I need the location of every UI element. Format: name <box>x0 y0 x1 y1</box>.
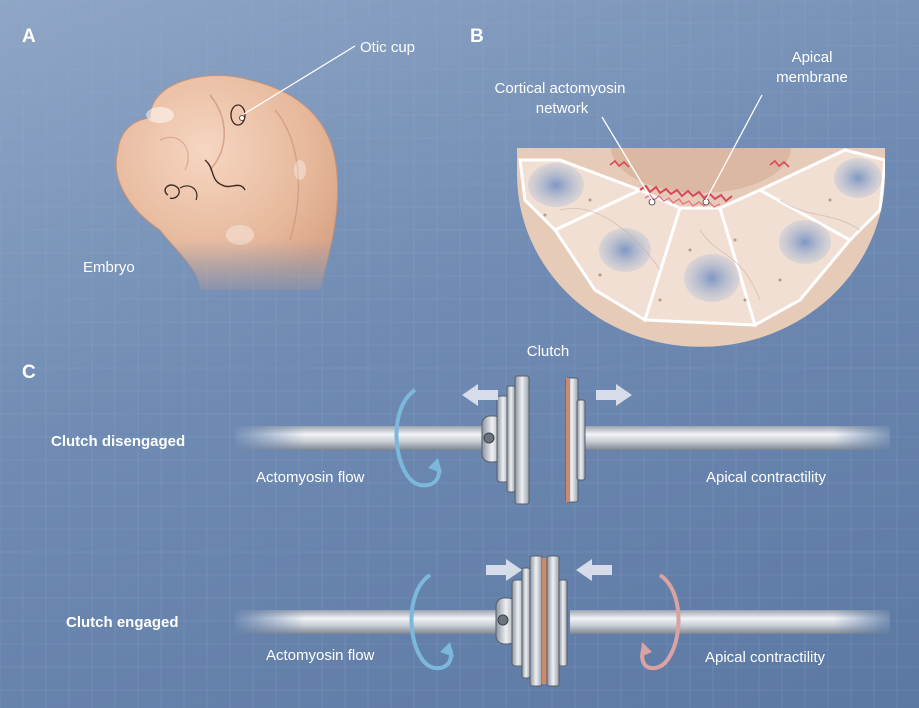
left-shaft-disengaged <box>235 426 510 450</box>
right-shaft-engaged <box>560 610 890 634</box>
clutch-label: Clutch <box>527 343 570 360</box>
apical-contractility-label-disengaged: Apical contractility <box>706 469 827 486</box>
clutch-engaged-row: Clutch engaged <box>66 556 890 686</box>
panel-b: B <box>470 26 885 347</box>
disengage-arrow-right <box>596 384 632 406</box>
apical-contractility-label-engaged: Apical contractility <box>705 649 826 666</box>
otic-cup-label: Otic cup <box>360 39 415 56</box>
panel-a-letter: A <box>22 26 36 47</box>
disengage-arrow-left <box>462 384 498 406</box>
clutch-disengaged-row: Clutch disengaged Actomyosin f <box>51 376 890 504</box>
clutch-disengaged-label: Clutch disengaged <box>51 433 185 450</box>
cortical-network-label-line2: network <box>536 100 589 117</box>
embryo-illustration <box>116 76 337 290</box>
panel-b-letter: B <box>470 26 484 47</box>
panel-c-letter: C <box>22 362 36 383</box>
embryo-label: Embryo <box>83 259 135 276</box>
apical-membrane-label-line1: Apical <box>792 49 833 66</box>
cortical-network-label-line1: Cortical actomyosin <box>495 80 626 97</box>
left-shaft-engaged <box>235 610 535 634</box>
otic-cup-marker <box>231 105 245 125</box>
panel-a: A Otic cup Embryo <box>22 26 415 290</box>
actomyosin-flow-label-disengaged: Actomyosin flow <box>256 469 365 486</box>
engage-arrow-right <box>576 559 612 581</box>
panel-c: C Clutch Clutch disengaged <box>22 343 890 686</box>
apical-membrane-label-line2: membrane <box>776 69 848 86</box>
right-shaft-disengaged <box>580 426 890 450</box>
otic-cup-cross-section <box>517 103 885 347</box>
engage-arrow-left <box>486 559 522 581</box>
clutch-engaged-label: Clutch engaged <box>66 614 179 631</box>
actomyosin-flow-label-engaged: Actomyosin flow <box>266 647 375 664</box>
